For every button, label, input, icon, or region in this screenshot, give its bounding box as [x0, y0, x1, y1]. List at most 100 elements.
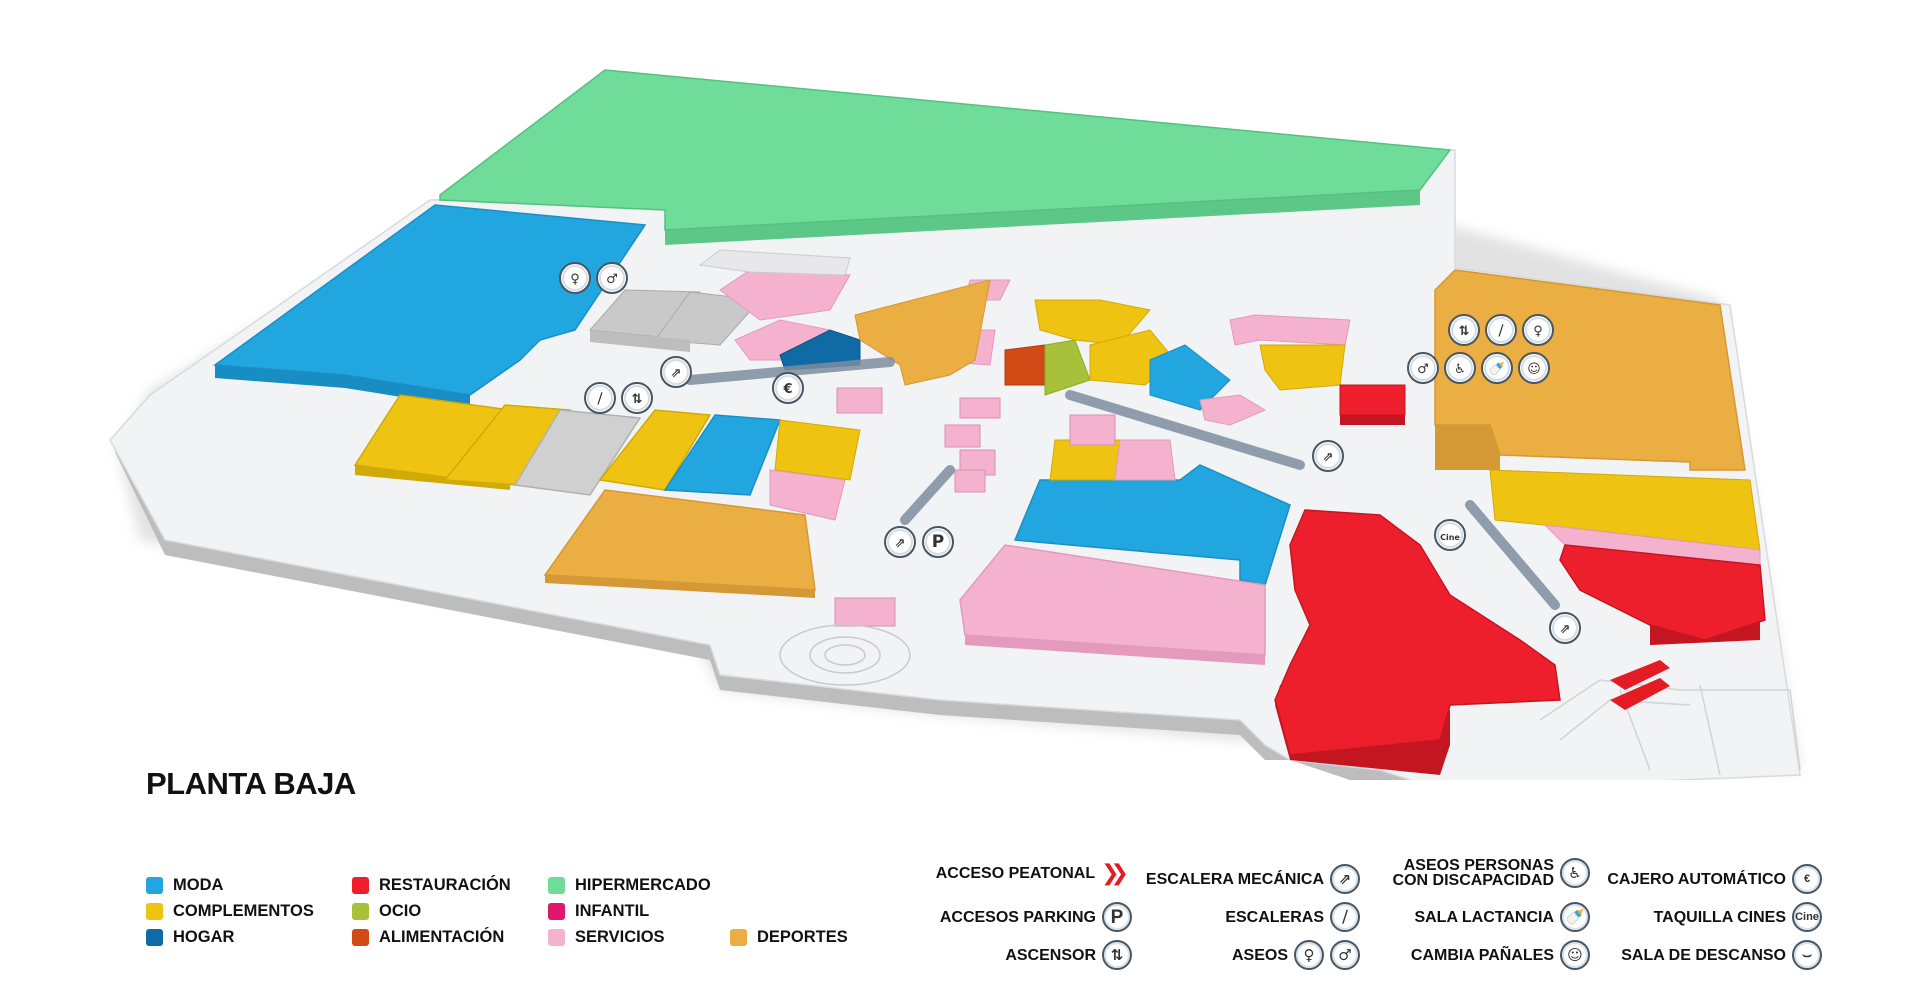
legend-label-infantil: INFANTIL: [575, 902, 650, 920]
zone-servicios-center[interactable]: [959, 544, 1266, 665]
legend-escalera-mecanica: ESCALERA MECÁNICA ⇗: [1120, 864, 1360, 894]
legend-label-moda: MODA: [173, 876, 224, 894]
baby-change-icon[interactable]: ☺: [1518, 352, 1550, 384]
parking-icon: P: [1102, 902, 1132, 932]
escalator-icon[interactable]: ⇗: [1312, 440, 1344, 472]
legend-swatch-infantil: [548, 903, 565, 920]
cinema-ticket-icon[interactable]: Cine: [1434, 519, 1466, 551]
legend-swatch-restauracion: [352, 877, 369, 894]
atm-icon: €: [1792, 864, 1822, 894]
legend-acceso-peatonal: ACCESO PEATONAL ❯❯: [936, 861, 1129, 886]
legend-swatch-hipermercado: [548, 877, 565, 894]
legend-cambia-panales: CAMBIA PAÑALES ☺: [1380, 940, 1590, 970]
zone-restauracion-center[interactable]: [1274, 509, 1561, 775]
zone-deportes-left[interactable]: [543, 489, 816, 598]
zone-complementos-small-center: [1049, 439, 1121, 481]
toilet-men-icon[interactable]: ♂: [1407, 352, 1439, 384]
zone-right-top-cluster[interactable]: [1229, 314, 1406, 425]
legend-escaleras: ESCALERAS ⧸: [1120, 902, 1360, 932]
legend-label-restauracion: RESTAURACIÓN: [379, 876, 511, 894]
legend-aseos-discapacidad: ASEOS PERSONAS CON DISCAPACIDAD ♿: [1380, 857, 1590, 889]
zone-alimentacion[interactable]: [1004, 344, 1046, 386]
escalator-icon[interactable]: ⇗: [660, 356, 692, 388]
parking-icon[interactable]: P: [922, 526, 954, 558]
legend-swatch-hogar: [146, 929, 163, 946]
nursing-room-icon[interactable]: 🍼: [1481, 352, 1513, 384]
zone-restauracion-right[interactable]: [1559, 544, 1766, 645]
legend-escaleras-label: ESCALERAS: [1225, 908, 1324, 926]
elevator-icon[interactable]: ⇅: [621, 382, 653, 414]
parking-icon-glyph: P: [932, 532, 944, 552]
legend-cajero-label: CAJERO AUTOMÁTICO: [1607, 870, 1786, 888]
zone-complementos-left[interactable]: [353, 394, 861, 521]
legend-sala-lactancia-label: SALA LACTANCIA: [1414, 908, 1554, 926]
pedestrian-arrow-icon: ❯❯: [1101, 861, 1129, 886]
legend-swatch-complementos: [146, 903, 163, 920]
zone-deportes-center[interactable]: [854, 279, 991, 386]
legend-aseos-discapacidad-line1: ASEOS PERSONAS: [1403, 857, 1554, 874]
legend-label-complementos: COMPLEMENTOS: [173, 902, 314, 920]
stairs-icon[interactable]: ⧸: [1485, 314, 1517, 346]
legend-aseos: ASEOS ♀ ♂: [1120, 940, 1360, 970]
legend-aseos-discapacidad-label: ASEOS PERSONAS CON DISCAPACIDAD: [1393, 857, 1554, 889]
legend-ascensor: ASCENSOR ⇅: [900, 940, 1132, 970]
escalator-icon-glyph: ⇗: [1560, 622, 1571, 637]
stairs-icon-glyph: ⧸: [1498, 324, 1504, 339]
rotunda: [779, 624, 911, 686]
zone-hipermercado[interactable]: [439, 69, 1452, 245]
atm-icon-glyph: €: [782, 382, 792, 397]
atm-icon[interactable]: €: [772, 372, 804, 404]
nursing-bottle-icon: 🍼: [1560, 902, 1590, 932]
zone-complementos-center[interactable]: [1034, 299, 1267, 426]
legend-ascensor-label: ASCENSOR: [1005, 946, 1096, 964]
toilet-women-icon-glyph: ♀: [570, 272, 580, 287]
legend-hipermercado: HIPERMERCADO: [548, 876, 711, 895]
stairs-icon[interactable]: ⧸: [584, 382, 616, 414]
legend-escalera-mecanica-label: ESCALERA MECÁNICA: [1145, 870, 1324, 888]
floor-base-edge: [110, 395, 1440, 780]
escalator-icon-glyph: ⇗: [895, 536, 906, 551]
toilet-women-icon: ♀: [1294, 940, 1324, 970]
legend-swatch-servicios: [548, 929, 565, 946]
baby-change-icon-glyph: ☺: [1527, 362, 1541, 377]
legend-restauracion: RESTAURACIÓN: [352, 876, 511, 895]
stairs-icon: ⧸: [1330, 902, 1360, 932]
legend-alimentacion: ALIMENTACIÓN: [352, 928, 504, 947]
floor-title: PLANTA BAJA: [146, 766, 356, 801]
baby-change-icon: ☺: [1560, 940, 1590, 970]
legend-accesos-parking: ACCESOS PARKING P: [900, 902, 1132, 932]
elevator-icon-glyph: ⇅: [632, 392, 643, 407]
toilet-women-icon[interactable]: ♀: [1522, 314, 1554, 346]
escalator-icon: ⇗: [1330, 864, 1360, 894]
legend-swatch-ocio: [352, 903, 369, 920]
elevator-icon: ⇅: [1102, 940, 1132, 970]
legend-complementos: COMPLEMENTOS: [146, 902, 314, 921]
toilet-men-icon: ♂: [1330, 940, 1360, 970]
cinema-ticket-icon: Cine: [1792, 902, 1822, 932]
floor-plan-map: ♀ ♂ ⇗ € ⧸ ⇅ ⇗ ⇗ P Cine ⇗ ⇅ ⧸ ♀ ♂ ♿ 🍼 ☺: [109, 69, 1801, 780]
legend-moda: MODA: [146, 876, 223, 895]
toilet-men-icon-glyph: ♂: [606, 272, 618, 287]
toilet-men-icon-glyph: ♂: [1417, 362, 1429, 377]
escalator-icon[interactable]: ⇗: [884, 526, 916, 558]
legend-cajero: CAJERO AUTOMÁTICO €: [1600, 864, 1822, 894]
toilet-women-icon[interactable]: ♀: [559, 262, 591, 294]
toilet-men-icon[interactable]: ♂: [596, 262, 628, 294]
legend-label-hogar: HOGAR: [173, 928, 235, 946]
escalator-icon[interactable]: ⇗: [1549, 612, 1581, 644]
legend-ocio: OCIO: [352, 902, 421, 921]
legend-swatch-alimentacion: [352, 929, 369, 946]
elevator-icon[interactable]: ⇅: [1448, 314, 1480, 346]
legend-sala-descanso: SALA DE DESCANSO ⌣: [1600, 940, 1822, 970]
accessible-toilet-icon-glyph: ♿: [1454, 362, 1466, 377]
legend-label-alimentacion: ALIMENTACIÓN: [379, 928, 505, 946]
elevator-icon-glyph: ⇅: [1459, 324, 1470, 339]
accessible-toilet-icon[interactable]: ♿: [1444, 352, 1476, 384]
legend-label-deportes: DEPORTES: [757, 928, 848, 946]
legend-servicios: SERVICIOS: [548, 928, 665, 947]
legend-cambia-panales-label: CAMBIA PAÑALES: [1410, 946, 1554, 964]
escalator-icon-glyph: ⇗: [671, 366, 682, 381]
legend-deportes: DEPORTES: [730, 928, 848, 947]
legend-sala-lactancia: SALA LACTANCIA 🍼: [1380, 902, 1590, 932]
escalator-icon-glyph: ⇗: [1323, 450, 1334, 465]
